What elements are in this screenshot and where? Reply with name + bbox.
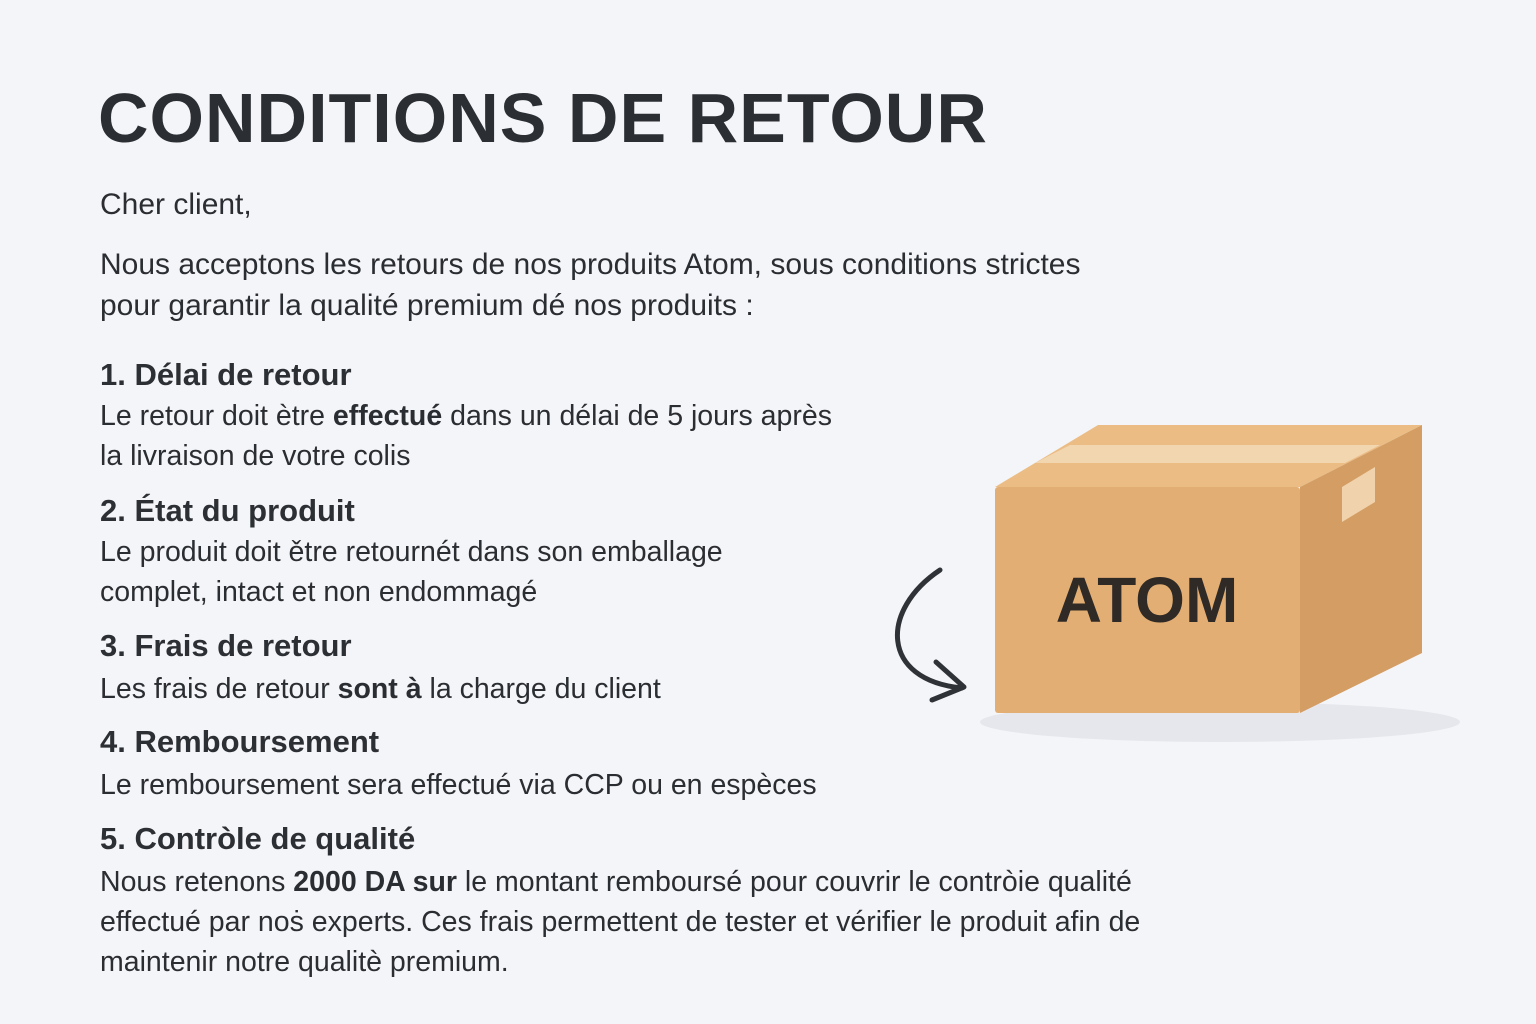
box-side bbox=[1300, 425, 1422, 713]
bold-text: 2000 DA sur bbox=[293, 866, 457, 898]
text: Les frais de retour bbox=[100, 673, 338, 705]
section-5-line-2: effectué par noṡ experts. Ces frais perm… bbox=[100, 906, 1141, 938]
box-tape bbox=[1035, 445, 1380, 463]
bold-text: sont à bbox=[337, 673, 422, 705]
text: Nous retenons bbox=[100, 866, 294, 898]
greeting: Cher client, bbox=[100, 188, 252, 221]
intro-line-1: Nous acceptons les retours de nos produi… bbox=[100, 248, 1081, 281]
section-2-heading: 2. État du produit bbox=[100, 493, 355, 528]
text: le montant remboursé pour couvrir le con… bbox=[456, 866, 1132, 898]
section-2-line-1: Le produit doit ětre retournét dans son … bbox=[100, 536, 723, 568]
box-front bbox=[995, 487, 1300, 713]
box-tape-side bbox=[1342, 467, 1375, 522]
section-4-heading: 4. Remboursement bbox=[100, 724, 380, 759]
text: dans un délai de 5 jours après bbox=[442, 400, 832, 432]
text: Le retour doit ètre bbox=[100, 400, 333, 432]
section-1-heading: 1. Délai de retour bbox=[100, 357, 352, 392]
section-3-line-1: Les frais de retour sont à la charge du … bbox=[100, 669, 661, 709]
section-5-heading: 5. Contròle de qualité bbox=[100, 821, 416, 856]
section-1-line-1: Le retour doit ètre effectué dans un dél… bbox=[100, 396, 832, 436]
intro-line-2: pour garantir la qualité premium dé nos … bbox=[100, 289, 754, 322]
section-5-line-3: maintenir notre qualitè premium. bbox=[100, 946, 509, 978]
curved-arrow-icon bbox=[894, 567, 965, 691]
box-label: ATOM bbox=[1056, 564, 1239, 636]
section-3-heading: 3. Frais de retour bbox=[100, 628, 352, 663]
section-1-line-2: la livraison de votre colis bbox=[100, 440, 411, 472]
arrow-head-icon bbox=[929, 659, 967, 703]
section-4-line-1: Le remboursement sera effectué via CCP o… bbox=[100, 769, 817, 801]
section-5-line-1: Nous retenons 2000 DA sur le montant rem… bbox=[100, 862, 1132, 902]
section-2-line-2: complet, intact et non endommagé bbox=[100, 576, 538, 608]
bold-text: effectué bbox=[332, 400, 443, 432]
page-title: CONDITIONS DE RETOUR bbox=[98, 79, 988, 157]
text: la charge du client bbox=[421, 673, 661, 705]
